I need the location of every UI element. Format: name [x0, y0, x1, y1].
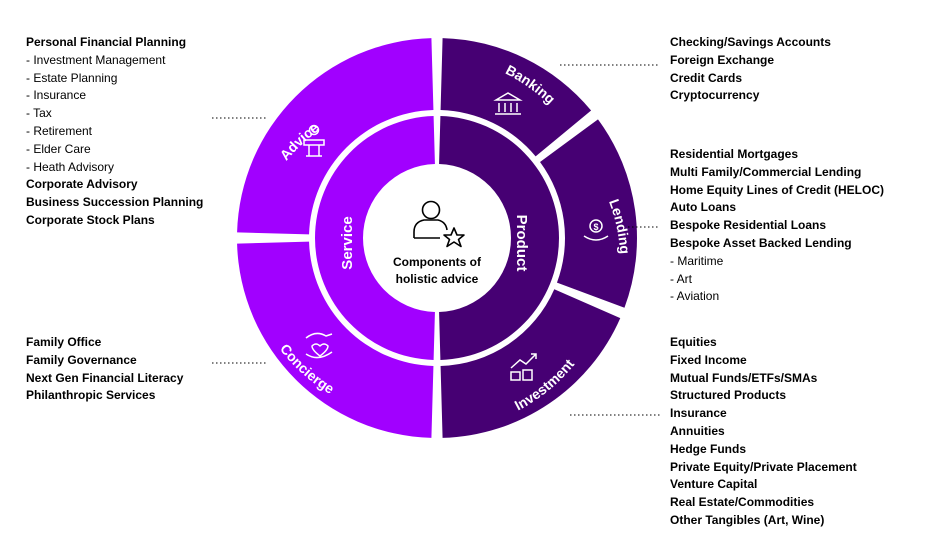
lending-list-item: Residential Mortgages: [670, 147, 799, 161]
investment-list-item: Private Equity/Private Placement: [670, 459, 857, 474]
svg-text:$: $: [593, 222, 598, 232]
banking-list-item: Foreign Exchange: [670, 52, 775, 67]
investment-list-item: Other Tangibles (Art, Wine): [670, 512, 825, 527]
investment-list-item: Insurance: [670, 406, 727, 421]
investment-list-item: Structured Products: [670, 388, 787, 403]
investment-list-item: Real Estate/Commodities: [670, 495, 815, 510]
dollar-hand-icon: $: [583, 219, 609, 241]
banking-list-item: Checking/Savings Accounts: [670, 35, 831, 49]
banking-list-item: Credit Cards: [670, 70, 743, 85]
banking-list-item: Cryptocurrency: [670, 88, 760, 103]
concierge-list-item: Philanthropic Services: [26, 388, 156, 403]
lending-list-item: Auto Loans: [670, 200, 736, 215]
concierge-list-item: Next Gen Financial Literacy: [26, 370, 184, 385]
advice-list-item: - Estate Planning: [26, 70, 118, 85]
inner-label-service: Service: [339, 216, 356, 269]
advice-list-item: - Investment Management: [26, 52, 166, 67]
advice-list-item: Personal Financial Planning: [26, 35, 187, 49]
growth-coins-icon: [510, 353, 537, 381]
advice-list-item: Corporate Stock Plans: [26, 212, 155, 227]
advisor-podium-icon: [303, 124, 325, 157]
outer-segment-lending: [540, 119, 637, 308]
inner-label-product: Product: [513, 215, 530, 272]
person-star-icon: [413, 200, 465, 248]
investment-list-item: Venture Capital: [670, 477, 758, 492]
investment-list-item: Annuities: [670, 423, 725, 438]
advice-list-item: - Insurance: [26, 88, 87, 103]
lending-list-item: - Art: [670, 271, 693, 286]
lending-list-item: Multi Family/Commercial Lending: [670, 164, 862, 179]
advice-list-item: Business Succession Planning: [26, 195, 204, 210]
investment-list-item: Hedge Funds: [670, 441, 747, 456]
investment-list-item: Fixed Income: [670, 352, 747, 367]
lending-list-item: Bespoke Asset Backed Lending: [670, 235, 852, 250]
concierge-list-item: Family Office: [26, 335, 102, 349]
investment-list-item: Equities: [670, 335, 717, 349]
advice-list-item: Corporate Advisory: [26, 177, 138, 192]
hands-heart-icon: [305, 332, 333, 359]
investment-list-item: Mutual Funds/ETFs/SMAs: [670, 370, 818, 385]
center-title-line1: Components of: [393, 255, 482, 269]
lending-list-item: - Maritime: [670, 253, 724, 268]
advice-list: Personal Financial Planning - Investment …: [26, 34, 203, 230]
lending-list-item: - Aviation: [670, 289, 720, 304]
inner-segment-service: [315, 116, 435, 360]
lending-list-item: Bespoke Residential Loans: [670, 218, 827, 233]
advice-list-item: - Elder Care: [26, 141, 91, 156]
outer-segment-concierge: [237, 241, 434, 438]
advice-list-item: - Tax: [26, 106, 52, 121]
concierge-list-item: Family Governance: [26, 352, 137, 367]
outer-segment-advice: [237, 38, 434, 235]
outer-segment-investment: [440, 289, 621, 438]
center-title-line2: holistic advice: [396, 272, 479, 286]
inner-segment-product: [439, 116, 559, 360]
bank-building-icon: [493, 92, 523, 115]
lending-list-item: Home Equity Lines of Credit (HELOC): [670, 182, 885, 197]
advice-list-item: - Retirement: [26, 123, 93, 138]
advice-list-item: - Heath Advisory: [26, 159, 115, 174]
